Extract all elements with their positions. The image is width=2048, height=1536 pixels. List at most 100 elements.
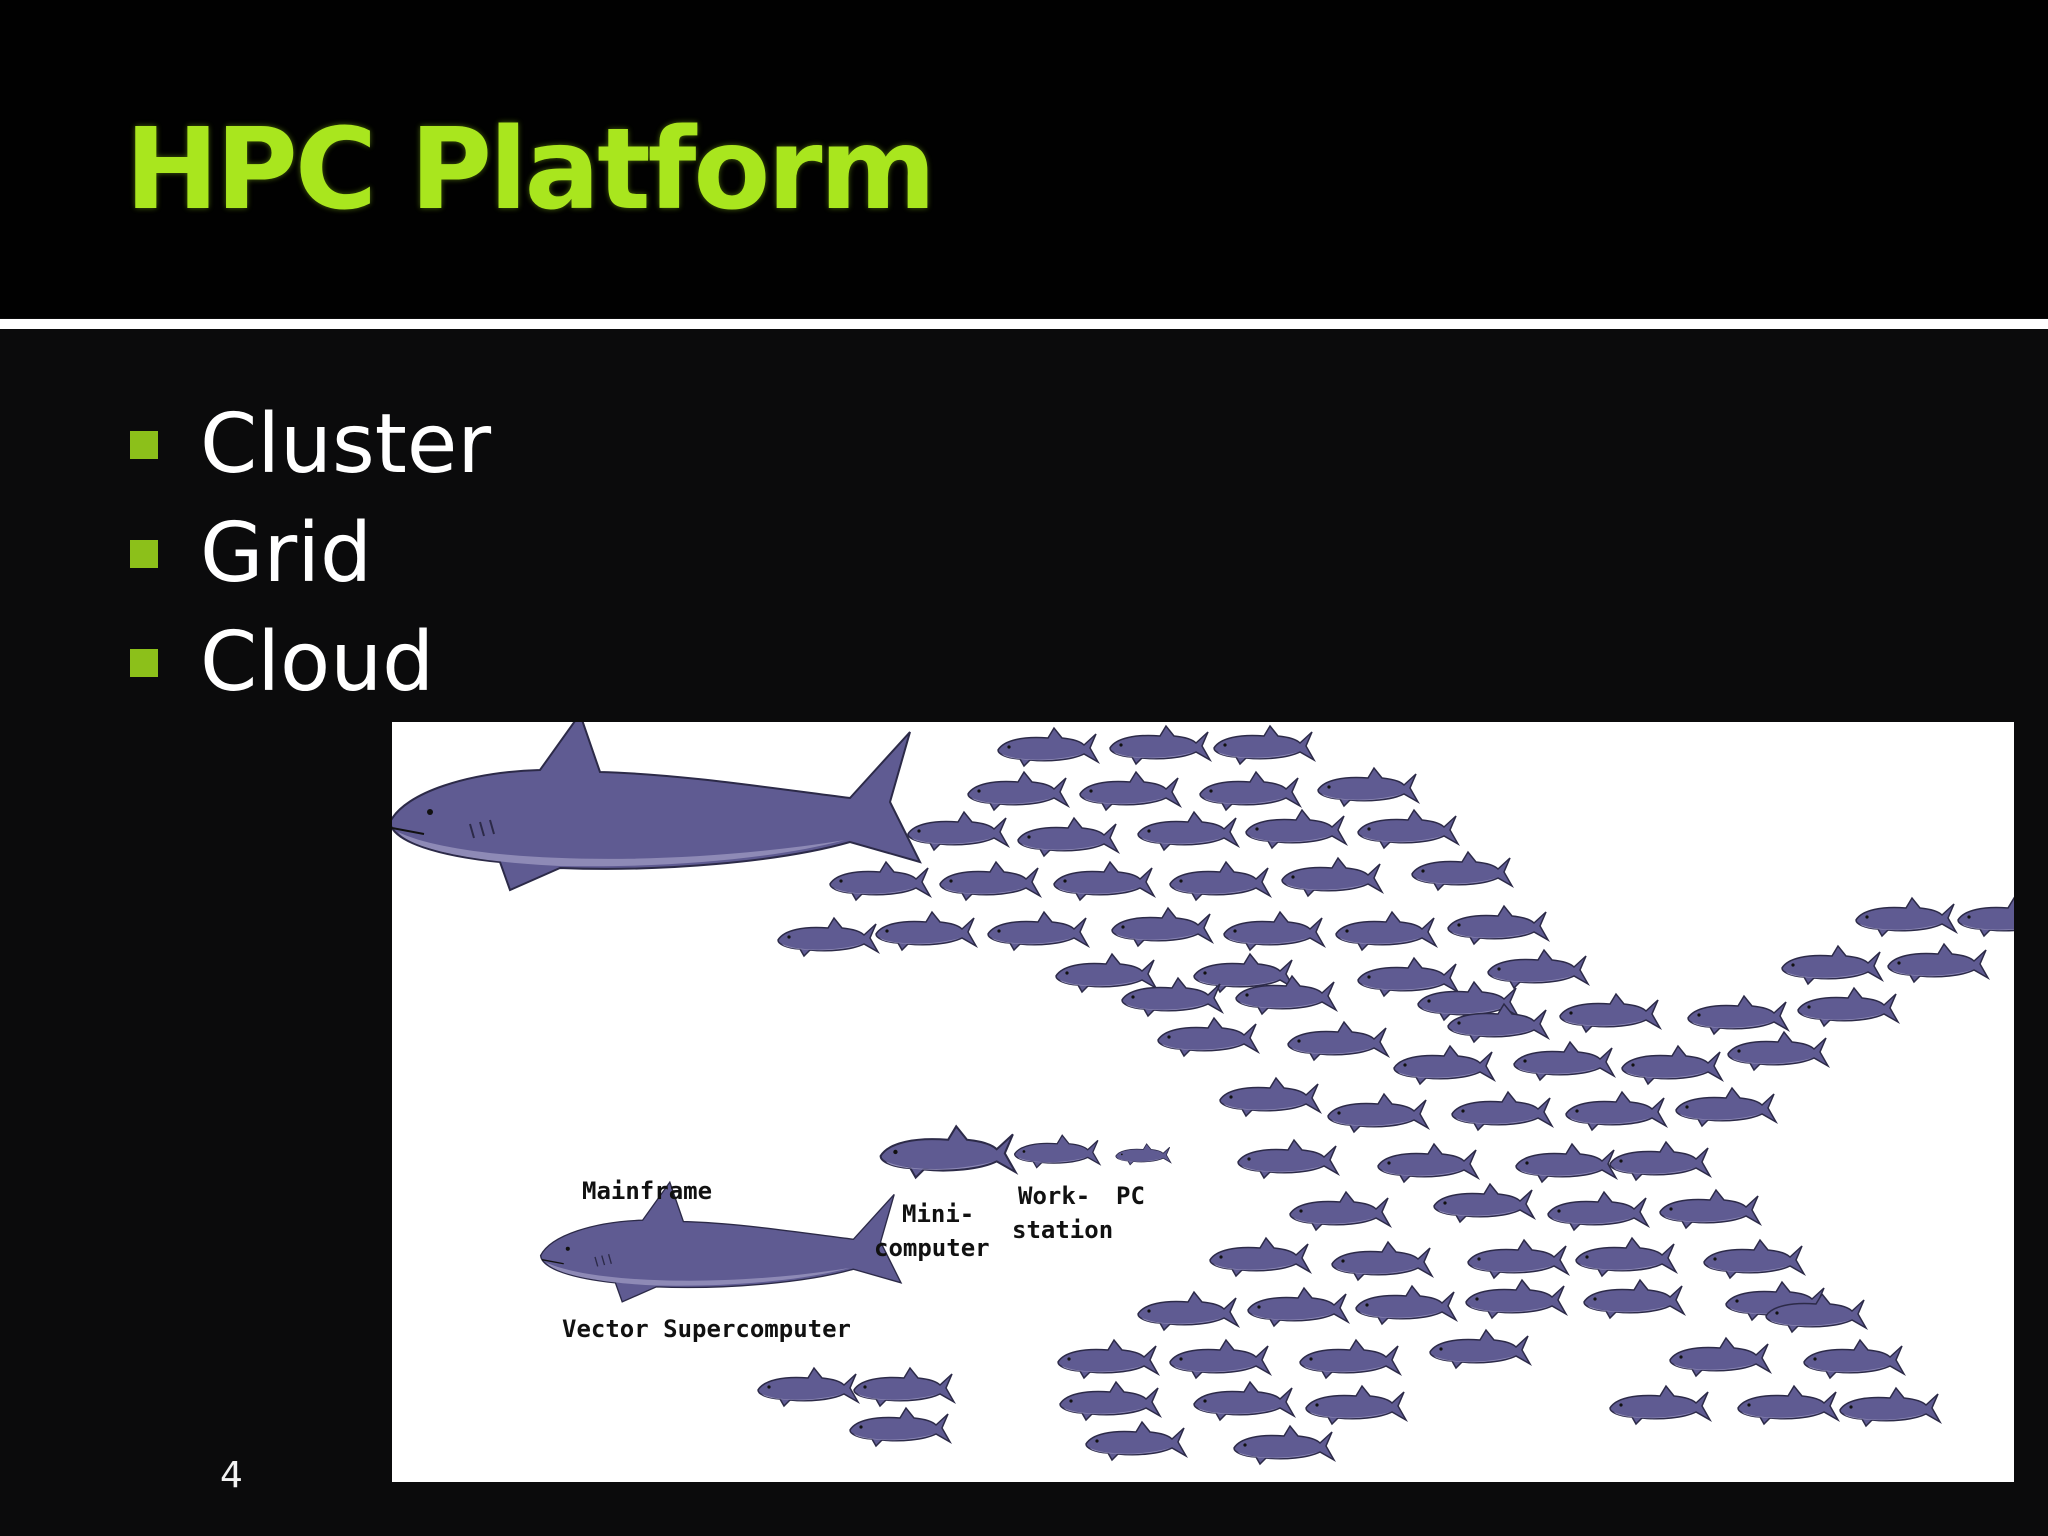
small-shark-icon (1839, 1387, 1941, 1427)
square-bullet-icon (130, 430, 158, 459)
square-bullet-icon (130, 539, 158, 568)
bullet-text: Cloud (200, 615, 435, 710)
small-shark-icon (1855, 897, 1957, 937)
small-shark-icon (1547, 1191, 1649, 1231)
small-shark-icon (1059, 1381, 1161, 1421)
small-shark-icon (997, 727, 1099, 767)
small-shark-icon (1157, 1017, 1259, 1057)
small-shark-icon (1357, 809, 1459, 849)
small-shark-icon (1887, 943, 1989, 983)
bullet-item: Cloud (130, 608, 491, 717)
small-shark-icon (1137, 1291, 1239, 1331)
small-shark-icon (1433, 1183, 1535, 1223)
small-shark-icon (1357, 957, 1459, 997)
bullet-text: Grid (200, 506, 373, 601)
small-shark-icon (1575, 1237, 1677, 1277)
small-shark-icon (1609, 1141, 1711, 1181)
small-shark-icon (1287, 1021, 1389, 1061)
small-shark-icon (1079, 771, 1181, 811)
minicomputer-label-line1: Mini- (902, 1200, 975, 1228)
small-shark-icon (1411, 851, 1513, 891)
bullet-text: Cluster (200, 397, 492, 492)
small-shark-icon (1289, 1191, 1391, 1231)
small-shark-icon (757, 1367, 859, 1407)
small-shark-icon (1669, 1337, 1771, 1377)
small-shark-icon (1331, 1241, 1433, 1281)
small-shark-icon (1017, 817, 1119, 857)
small-shark-icon (1137, 811, 1239, 851)
bullet-list: Cluster Grid Cloud (130, 390, 491, 717)
workstation-label-line1: Work- (1018, 1182, 1091, 1210)
small-shark-icon (939, 861, 1041, 901)
small-shark-icon (1957, 897, 2014, 937)
small-shark-icon (1109, 725, 1211, 765)
small-shark-icon (1621, 1045, 1723, 1085)
small-shark-icon (1377, 1143, 1479, 1183)
small-shark-icon (853, 1367, 955, 1407)
small-shark-icon (1393, 1045, 1495, 1085)
slide-number: 4 (220, 1455, 243, 1496)
small-shark-icon (1447, 905, 1549, 945)
title-bar: HPC Platform (0, 0, 2048, 318)
small-shark-icon (1247, 1287, 1349, 1327)
small-shark-icon (1281, 857, 1383, 897)
small-shark-icon (1609, 1385, 1711, 1425)
small-shark-icon (1299, 1339, 1401, 1379)
small-shark-icon (967, 771, 1069, 811)
small-shark-icon (875, 911, 977, 951)
slide-title: HPC Platform (125, 105, 936, 235)
small-shark-icon (987, 911, 1089, 951)
small-shark-icon (1335, 911, 1437, 951)
minicomputer-label-line2: computer (874, 1234, 990, 1262)
mainframe-shark-icon (392, 722, 921, 891)
bullet-item: Grid (130, 499, 491, 608)
square-bullet-icon (130, 648, 158, 677)
small-shark-icon (1659, 1189, 1761, 1229)
small-shark-icon (1317, 767, 1419, 807)
small-shark-icon (1451, 1091, 1553, 1131)
small-shark-icon (1169, 1339, 1271, 1379)
small-shark-icon (907, 811, 1009, 851)
small-shark-icon (1055, 953, 1157, 993)
small-shark-icon (1465, 1279, 1567, 1319)
small-shark-icon (1057, 1339, 1159, 1379)
small-shark-icon (1675, 1087, 1777, 1127)
small-shark-icon (1355, 1285, 1457, 1325)
small-shark-icon (1565, 1091, 1667, 1131)
small-shark-icon (1559, 993, 1661, 1033)
fish-school-drawing (392, 722, 2014, 1465)
small-shark-icon (1513, 1041, 1615, 1081)
small-shark-icon (1199, 771, 1301, 811)
fish-school (757, 725, 2014, 1465)
small-shark-icon (1797, 987, 1899, 1027)
small-shark-icon (1583, 1279, 1685, 1319)
workstation-label-line2: station (1012, 1216, 1114, 1244)
small-shark-icon (1687, 995, 1789, 1035)
small-shark-icon (1803, 1339, 1905, 1379)
small-shark-icon (1053, 861, 1155, 901)
small-shark-icon (1737, 1385, 1839, 1425)
small-shark-icon (1327, 1093, 1429, 1133)
small-shark-icon (1085, 1421, 1187, 1461)
minicomputer-shark-icon (879, 1125, 1017, 1179)
small-shark-icon (1515, 1143, 1617, 1183)
vector-supercomputer-label: Vector Supercomputer (562, 1315, 851, 1343)
small-shark-icon (1233, 1425, 1335, 1465)
small-shark-icon (1467, 1239, 1569, 1279)
shark-fish-illustration: Mainframe Vector Supercomputer Mini- com… (392, 722, 2014, 1482)
pc-shark-icon (1115, 1143, 1172, 1166)
small-shark-icon (1305, 1385, 1407, 1425)
small-shark-icon (1193, 1381, 1295, 1421)
small-shark-icon (1781, 945, 1883, 985)
small-shark-icon (1429, 1329, 1531, 1369)
small-shark-icon (1703, 1239, 1805, 1279)
workstation-shark-icon (1013, 1134, 1101, 1169)
small-shark-icon (1237, 1139, 1339, 1179)
small-shark-icon (1219, 1077, 1321, 1117)
small-shark-icon (1487, 949, 1589, 989)
small-shark-icon (777, 917, 879, 957)
title-divider (0, 319, 2048, 329)
small-shark-icon (1245, 809, 1347, 849)
small-shark-icon (849, 1407, 951, 1447)
